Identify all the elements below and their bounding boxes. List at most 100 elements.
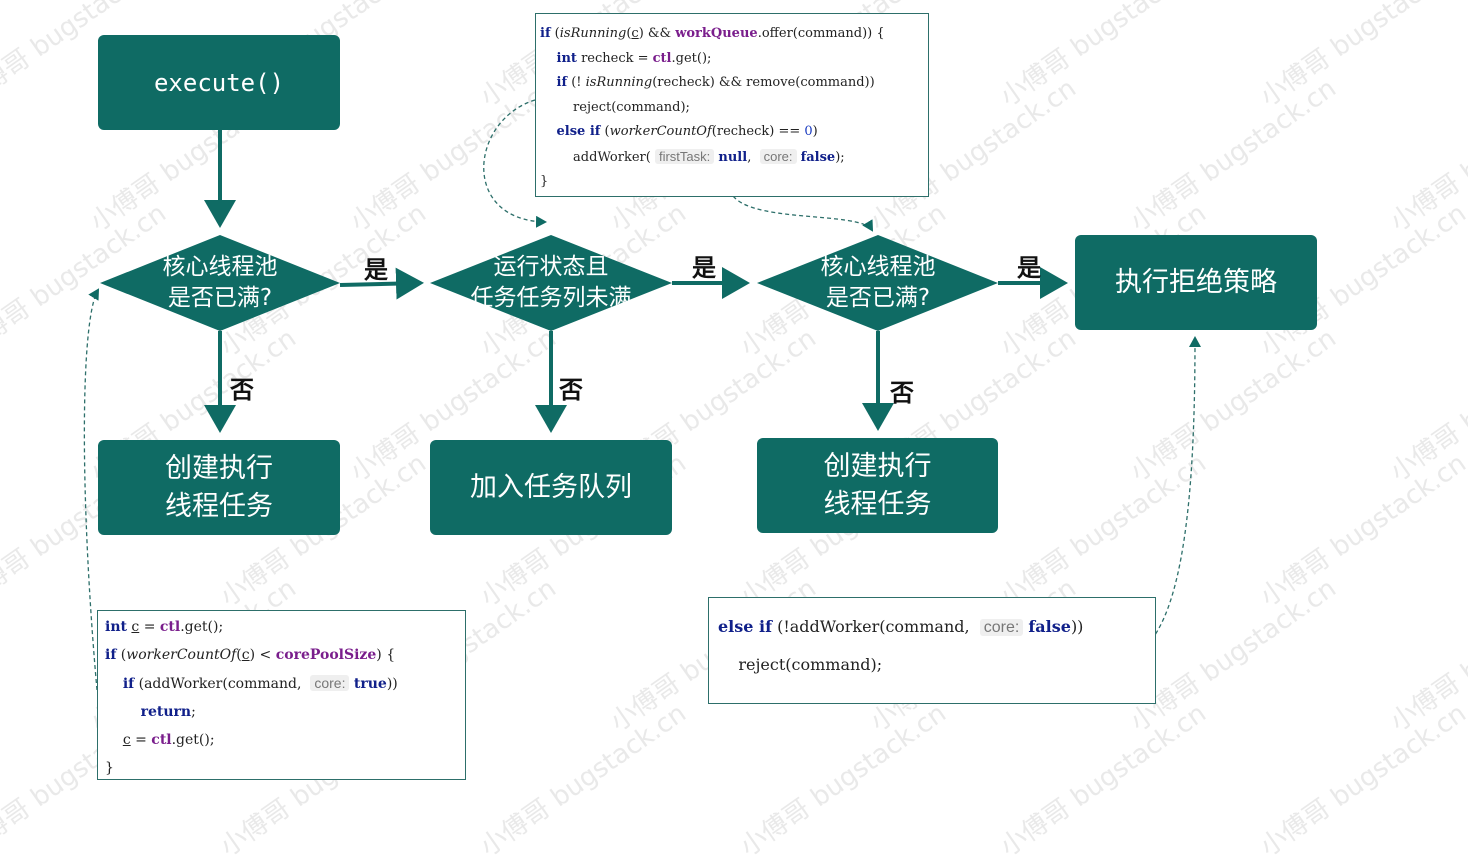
code-line: if (workerCountOf(c) < corePoolSize) { <box>105 641 465 669</box>
edge-label-no-1: 否 <box>230 376 254 404</box>
reject-node: 执行拒绝策略 <box>1075 235 1317 330</box>
code-token: isRunning <box>585 75 653 90</box>
code-token: (recheck) == <box>711 124 805 139</box>
code-line: reject(command); <box>540 96 928 121</box>
code-token: .offer(command)) { <box>757 26 885 41</box>
code-token: ( <box>600 124 610 139</box>
decision3-diamond <box>757 235 998 331</box>
code-token: (recheck) && remove(command)) <box>652 75 875 90</box>
edge-label-yes-1: 是 <box>364 256 388 284</box>
edge-label-no-2: 否 <box>559 376 583 404</box>
code-token: c <box>241 647 250 663</box>
decision1-text: 核心线程池 是否已满? <box>162 254 278 311</box>
code-line: c = ctl.get(); <box>105 726 465 754</box>
code-line: } <box>540 170 928 195</box>
code-token: ) <box>812 124 818 139</box>
code-token: ); <box>835 149 845 165</box>
code-token: recheck = <box>576 50 653 66</box>
code-token: null <box>718 149 748 165</box>
code-token: ( <box>236 647 242 663</box>
code-token: corePoolSize <box>275 647 377 663</box>
code-token: } <box>540 174 549 189</box>
create-worker-node-1: 创建执行 线程任务 <box>98 440 340 535</box>
code-line: } <box>105 754 465 782</box>
code-line: if (isRunning(c) && workQueue.offer(comm… <box>540 22 928 47</box>
code-token: reject(command); <box>718 655 883 674</box>
code-token: ) && <box>638 26 676 41</box>
code-token: )) <box>386 676 398 692</box>
dashed-link-offer-d2 <box>483 99 547 228</box>
code-token: if <box>540 26 551 41</box>
code-token: c <box>122 732 131 748</box>
code-snippet-offer: if (isRunning(c) && workQueue.offer(comm… <box>535 13 929 197</box>
flow-connectors <box>83 99 1201 691</box>
code-token: ctl <box>159 619 181 635</box>
code-token <box>540 124 557 139</box>
code-line: if (! isRunning(recheck) && remove(comma… <box>540 71 928 96</box>
code-token: ; <box>191 704 196 720</box>
dashed-link-reject <box>1146 336 1201 646</box>
edge-label-no-3: 否 <box>890 379 914 407</box>
code-token: } <box>105 760 114 776</box>
code-token <box>105 704 141 720</box>
parameter-hint: core: <box>979 619 1024 636</box>
code-token: c <box>631 26 639 41</box>
code-token: ctl <box>652 50 672 66</box>
decision3-text: 核心线程池 是否已满? <box>820 254 936 311</box>
code-token: (addWorker(command, <box>134 676 311 692</box>
code-line: if (addWorker(command, core: true)) <box>105 669 465 698</box>
code-token: = <box>130 732 152 748</box>
code-token: workerCountOf <box>609 124 712 139</box>
code-token: int <box>105 619 127 635</box>
decision1-diamond <box>100 235 340 331</box>
code-token: workQueue <box>675 26 758 41</box>
code-token <box>540 51 557 66</box>
code-token: if <box>556 75 568 90</box>
code-token: reject(command); <box>540 99 690 115</box>
create-worker-node-2: 创建执行 线程任务 <box>757 438 998 533</box>
code-token: ( <box>550 26 560 41</box>
code-token: c <box>131 619 140 635</box>
code-line: addWorker( firstTask: null, core: false)… <box>540 145 928 171</box>
dashed-link-core-d1 <box>83 288 100 691</box>
code-token <box>105 676 123 692</box>
arrow-d1-yes <box>339 267 424 300</box>
code-token: ( <box>116 647 127 663</box>
start-node-execute: execute() <box>98 35 340 130</box>
code-token <box>540 75 557 90</box>
code-line: else if (workerCountOf(recheck) == 0) <box>540 120 928 145</box>
code-token: .get(); <box>671 50 712 66</box>
code-token: (! <box>567 75 586 90</box>
decision2-diamond <box>430 235 672 331</box>
code-line: reject(command); <box>718 646 1155 683</box>
code-token: workerCountOf <box>126 647 237 663</box>
code-token: )) <box>1070 617 1084 636</box>
code-snippet-reject: else if (!addWorker(command, core: false… <box>708 597 1156 704</box>
code-line: return; <box>105 698 465 726</box>
code-token: false <box>800 149 836 165</box>
code-token: ( <box>626 26 632 41</box>
enqueue-node: 加入任务队列 <box>430 440 672 535</box>
code-token: ctl <box>151 732 172 748</box>
code-token: ) { <box>376 647 396 663</box>
code-token: isRunning <box>559 26 627 41</box>
parameter-hint: core: <box>759 148 797 164</box>
dashed-link-offer-d3 <box>729 189 874 232</box>
code-token: = <box>139 619 160 635</box>
edge-label-yes-3: 是 <box>1017 254 1041 282</box>
code-token: if <box>122 676 135 692</box>
code-line: int recheck = ctl.get(); <box>540 47 928 72</box>
code-token: else if <box>556 124 601 139</box>
code-token: if <box>105 647 117 663</box>
code-token: true <box>353 676 387 692</box>
code-token: int <box>556 50 577 66</box>
code-token: addWorker( <box>540 149 655 165</box>
code-line: int c = ctl.get(); <box>105 613 465 641</box>
code-token: (!addWorker(command, <box>771 617 980 636</box>
code-token: ) < <box>249 647 276 663</box>
code-token: , <box>747 149 760 165</box>
code-token: false <box>1028 617 1071 636</box>
code-token: .get(); <box>171 732 215 748</box>
parameter-hint: firstTask: <box>654 148 715 164</box>
code-snippet-core: int c = ctl.get();if (workerCountOf(c) <… <box>97 610 466 780</box>
